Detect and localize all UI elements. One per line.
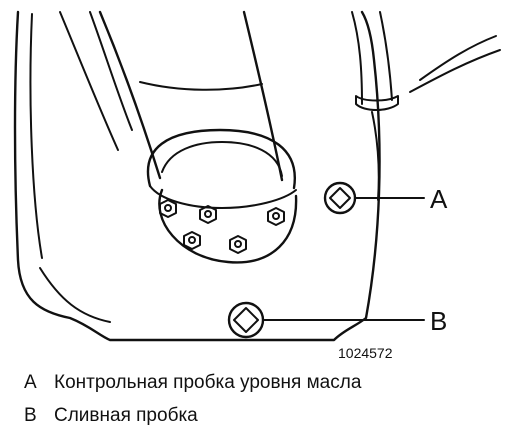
drive-shaft-right-edge: [242, 10, 284, 182]
housing-lower-left-panel: [39, 267, 111, 323]
oil-level-check-plug: [323, 181, 357, 215]
housing-outline: [13, 10, 381, 342]
callout-label-b: B: [430, 306, 447, 336]
flange-cup-inner: [161, 141, 283, 177]
legend-item-b: B Сливная пробка: [24, 405, 198, 427]
legend-text: Контрольная пробка уровня масла: [54, 372, 362, 393]
flange-plate-rim: [149, 185, 297, 209]
housing-left-inner-line: [29, 13, 43, 259]
right-mounting-line-2: [409, 49, 501, 93]
side-pipe-clamp: [355, 95, 399, 111]
legend-text: Сливная пробка: [54, 405, 198, 426]
flange-cup: [146, 128, 296, 190]
side-pipe-lower: [371, 111, 380, 201]
right-mounting-line: [419, 35, 497, 81]
callout-label-a: A: [430, 184, 448, 214]
legend-key: B: [24, 405, 37, 426]
legend-item-a: A Контрольная пробка уровня масла: [24, 372, 361, 394]
side-pipe-left: [351, 11, 363, 105]
flange-plate: [158, 188, 298, 264]
side-pipe-right: [379, 11, 393, 101]
bolt: [183, 231, 201, 250]
bolt: [199, 205, 217, 224]
bolt: [267, 207, 285, 226]
figure-number: 1024572: [338, 345, 393, 361]
flange-bolts: [159, 199, 285, 254]
upper-left-casting-line-2: [89, 11, 133, 131]
bolt: [229, 235, 247, 254]
legend-key: A: [24, 372, 37, 393]
drive-shaft-band: [139, 81, 263, 91]
drain-plug: [227, 301, 265, 339]
drive-shaft-left-edge: [98, 10, 162, 180]
upper-left-casting-line: [59, 11, 119, 151]
bolt: [159, 199, 177, 218]
